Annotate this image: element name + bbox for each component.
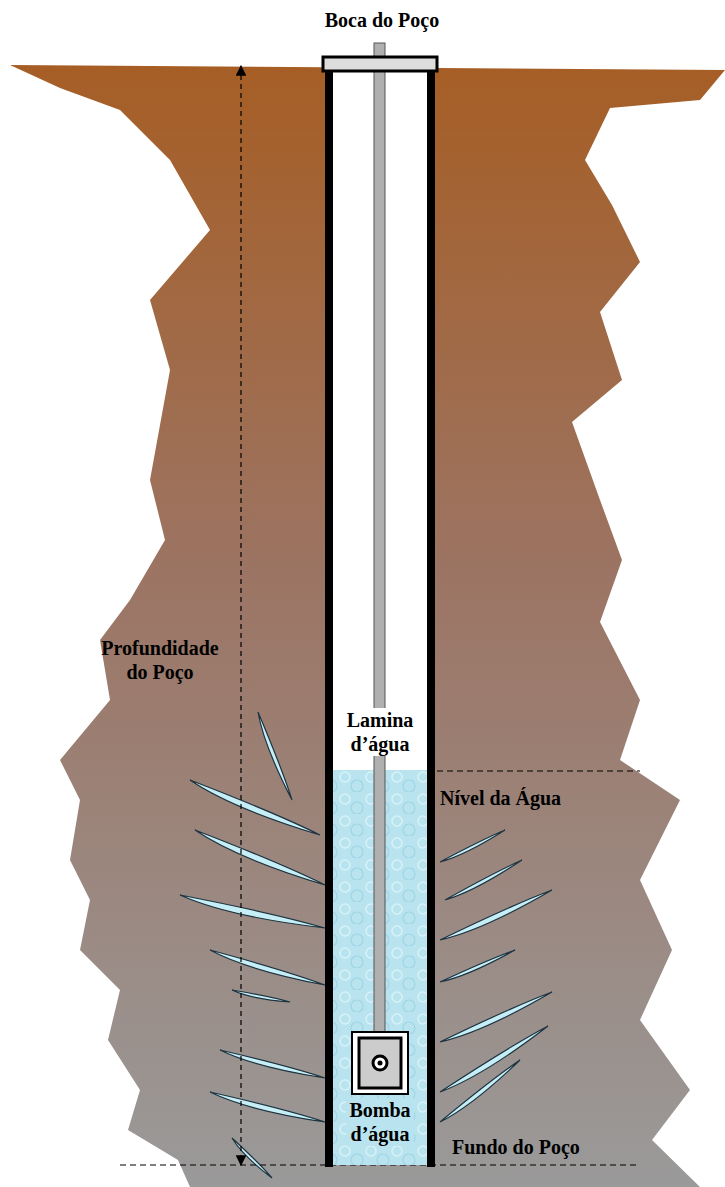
well-cap: [323, 57, 437, 71]
water-vein: [440, 1060, 520, 1122]
depth-label: Profundidade do Poço: [92, 636, 228, 684]
pump-body: [359, 1038, 401, 1088]
water-vein: [258, 712, 292, 800]
water-level-label: Nível da Água: [440, 786, 590, 810]
water-vein: [440, 890, 552, 940]
water-vein: [232, 1138, 272, 1178]
water-vein: [180, 895, 325, 928]
water-vein: [440, 830, 505, 862]
ground: [10, 65, 725, 1187]
pump-housing: [352, 1032, 408, 1094]
casing-wall-left: [325, 65, 333, 1167]
water-vein: [440, 950, 515, 982]
pump-rod: [374, 43, 385, 1035]
pump-outlet-center: [378, 1061, 383, 1066]
pump-outlet: [373, 1056, 387, 1070]
water-vein: [190, 780, 320, 835]
depth-dimension: [240, 66, 241, 1165]
water-vein: [210, 1092, 325, 1122]
casing-wall-right: [427, 65, 435, 1167]
well-bottom-label: Fundo do Poço: [452, 1135, 612, 1159]
water-veins: [180, 712, 552, 1178]
pump-label: Bomba d’água: [346, 1098, 414, 1146]
water-column-label: Lamina d’água: [344, 708, 417, 756]
water-vein: [195, 830, 325, 885]
water-level-line: [437, 770, 640, 771]
water-vein: [220, 1050, 325, 1078]
wellhead-label: Boca do Poço: [262, 8, 502, 32]
water-vein: [445, 860, 522, 900]
water-vein: [210, 950, 325, 985]
